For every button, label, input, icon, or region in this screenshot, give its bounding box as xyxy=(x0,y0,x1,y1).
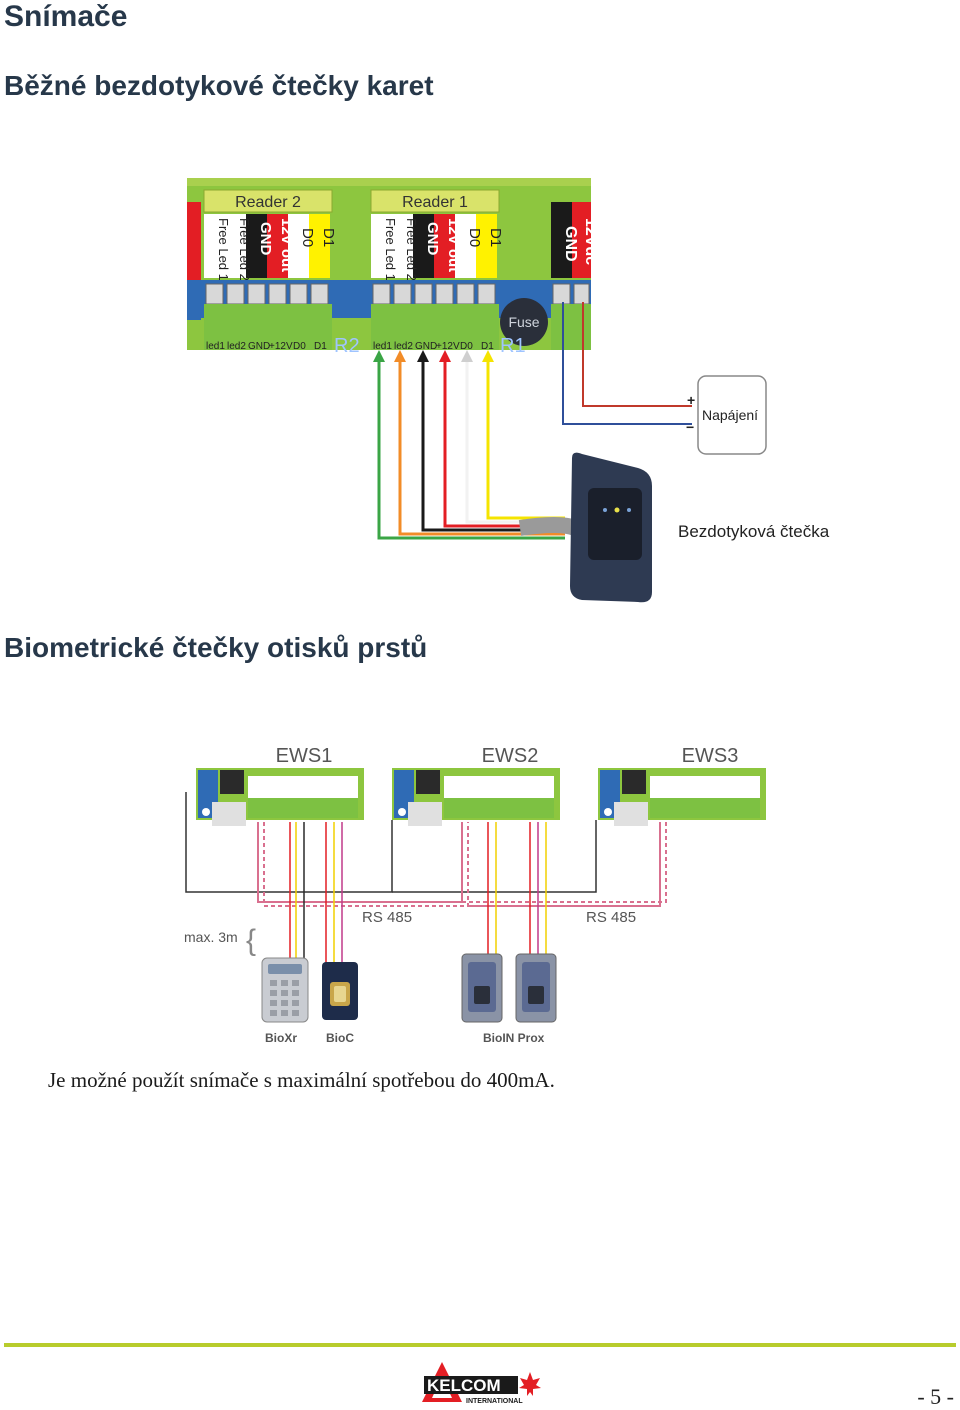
power-terminal-labels: GND 12Vdc xyxy=(551,202,599,278)
svg-text:+: + xyxy=(687,392,695,408)
svg-text:GND: GND xyxy=(424,222,441,256)
kelcom-logo: KELCOM INTERNATIONAL xyxy=(422,1362,541,1405)
svg-text:led2: led2 xyxy=(394,341,413,352)
reader1-terminal-labels: Free Led 1 Free Led 2 GND 12V out D0 D1 xyxy=(371,214,504,281)
reader-wires xyxy=(289,822,547,964)
svg-text:D0: D0 xyxy=(299,228,316,247)
svg-text:+12V: +12V xyxy=(436,341,460,352)
page-number: - 5 - xyxy=(917,1384,954,1409)
ews2-board xyxy=(392,768,560,826)
svg-text:+12V: +12V xyxy=(269,341,293,352)
svg-text:12Vdc: 12Vdc xyxy=(582,218,599,265)
svg-text:led1: led1 xyxy=(373,341,392,352)
screw-terminals xyxy=(205,283,590,305)
reader1-wires xyxy=(377,358,565,540)
svg-text:led2: led2 xyxy=(227,341,246,352)
unit-label-ews3: EWS3 xyxy=(682,745,739,767)
power-supply-box xyxy=(697,375,767,455)
rs485-label-2: RS 485 xyxy=(586,909,636,926)
reader2-label: Reader 2 xyxy=(235,194,301,211)
svg-text:KELCOM: KELCOM xyxy=(427,1376,501,1395)
svg-text:Free Led 2: Free Led 2 xyxy=(237,218,252,281)
biometric-wiring-diagram: EWS1 EWS2 EWS3 RS 485 RS xyxy=(184,745,766,1045)
shield-wire xyxy=(185,792,393,893)
svg-text:12V out: 12V out xyxy=(278,218,295,272)
svg-text:GND: GND xyxy=(248,341,270,352)
svg-text:GND: GND xyxy=(415,341,437,352)
power-wire-negative xyxy=(562,302,692,425)
wire-arrows xyxy=(373,350,494,362)
svg-text:D0: D0 xyxy=(293,341,306,352)
svg-text:Fuse: Fuse xyxy=(508,314,539,330)
board-label-r2: R2 xyxy=(334,335,360,357)
rs485-label-1: RS 485 xyxy=(362,909,412,926)
reader1-label: Reader 1 xyxy=(402,194,468,211)
page-title: Snímače xyxy=(4,0,128,33)
reader2-terminal-labels: Free Led 1 Free Led 2 GND 12V out D0 D1 xyxy=(204,214,337,281)
svg-text:Free Led 1: Free Led 1 xyxy=(383,218,398,281)
svg-text:D0: D0 xyxy=(466,228,483,247)
ews3-board xyxy=(598,768,766,826)
svg-text:INTERNATIONAL: INTERNATIONAL xyxy=(466,1398,523,1405)
svg-text:Free Led 1: Free Led 1 xyxy=(216,218,231,281)
svg-text:D1: D1 xyxy=(314,341,327,352)
power-wire-positive xyxy=(582,302,692,407)
svg-text:12V out: 12V out xyxy=(445,218,462,272)
svg-text:D1: D1 xyxy=(487,228,504,247)
svg-text:−: − xyxy=(686,419,694,435)
fuse-component xyxy=(500,298,548,346)
distance-label: max. 3m xyxy=(184,929,238,945)
maple-leaf-icon xyxy=(519,1372,541,1396)
svg-text:GND: GND xyxy=(257,222,274,256)
bioin-prox-device-1 xyxy=(461,953,503,1023)
unit-label-ews1: EWS1 xyxy=(276,745,333,767)
svg-text:Free Led 2: Free Led 2 xyxy=(404,218,419,281)
svg-text:{: { xyxy=(246,924,256,957)
section-title-biometric-readers: Biometrické čtečky otisků prstů xyxy=(4,632,428,663)
svg-text:D1: D1 xyxy=(481,341,494,352)
svg-text:led1: led1 xyxy=(206,341,225,352)
device-label-bioin-prox: BioIN Prox xyxy=(483,1031,545,1045)
ews1-board xyxy=(196,768,364,826)
footer-divider xyxy=(4,1343,956,1347)
power-label: Napájení xyxy=(702,407,758,423)
section-title-card-readers: Běžné bezdotykové čtečky karet xyxy=(4,70,434,101)
svg-text:GND: GND xyxy=(562,226,579,262)
rs485-bus xyxy=(257,822,667,907)
svg-text:D0: D0 xyxy=(460,341,473,352)
card-reader-wiring-diagram: Reader 2 Reader 1 Free Led 1 Free Led 2 … xyxy=(187,178,830,603)
reader-cable xyxy=(518,517,578,536)
device-label-bioxr: BioXr xyxy=(265,1031,297,1045)
body-text: Je možné použít snímače s maximální spot… xyxy=(48,1068,555,1092)
board-label-r1: R1 xyxy=(500,335,526,357)
contactless-reader-device xyxy=(570,452,652,603)
bioin-prox-device-2 xyxy=(515,953,557,1023)
svg-text:D1: D1 xyxy=(320,228,337,247)
bioxr-device xyxy=(261,957,309,1023)
device-label-bioc: BioC xyxy=(326,1031,354,1045)
unit-label-ews2: EWS2 xyxy=(482,745,539,767)
bioc-device xyxy=(322,962,358,1020)
reader-label: Bezdotyková čtečka xyxy=(678,522,830,541)
